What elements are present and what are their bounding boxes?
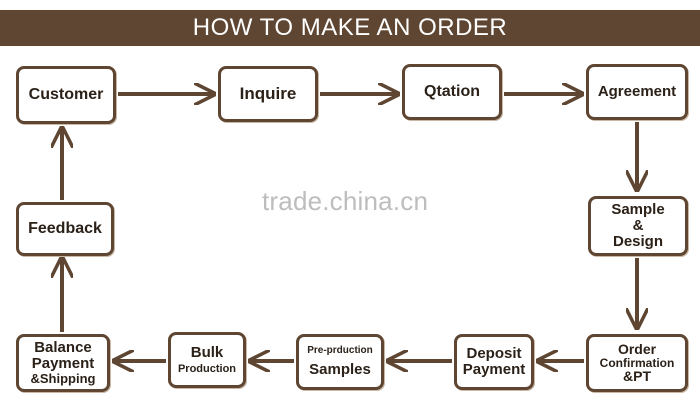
step-deposit-payment: Deposit Payment [454,334,534,390]
step-deposit-line-1: Deposit [466,345,522,363]
step-order-confirmation: Order Confirmation &PT [586,334,688,392]
step-sample-line-3: Design [612,232,663,250]
step-sample-line-2: & [632,217,644,235]
step-sample-design: Sample & Design [588,196,688,256]
step-inquire: Inquire [218,66,318,122]
step-customer: Customer [16,66,116,124]
step-quotation-label: Qtation [424,82,480,100]
step-sample-line-1: Sample [611,201,665,219]
step-customer-label: Customer [28,85,104,103]
step-agreement: Agreement [586,64,688,120]
step-balance-line-3: &Shipping [30,370,96,386]
step-feedback: Feedback [16,202,114,256]
step-bulk-production: Bulk Production [168,332,246,388]
watermark-text: trade.china.cn [262,186,429,216]
step-bulk-line-1: Bulk [190,343,224,361]
step-order-line-2: Confirmation [599,355,675,370]
step-pre-production-samples: Pre-prduction Samples [296,334,384,390]
step-order-line-3: &PT [623,368,651,385]
step-bulk-line-2: Production [177,362,237,375]
title-banner: HOW TO MAKE AN ORDER [0,10,700,46]
step-deposit-line-2: Payment [462,361,526,378]
step-balance-line-1: Balance [34,339,92,357]
step-feedback-label: Feedback [28,219,102,237]
step-inquire-label: Inquire [239,84,297,104]
step-balance-line-2: Payment [31,355,95,373]
step-pre-production-line-2: Samples [309,360,371,378]
diagram-title: HOW TO MAKE AN ORDER [192,14,508,41]
step-order-line-1: Order [617,341,657,358]
step-pre-production-line-1: Pre-prduction [307,345,373,357]
step-agreement-label: Agreement [597,83,677,101]
step-quotation: Qtation [402,64,502,120]
step-balance-payment-shipping: Balance Payment &Shipping [16,334,110,392]
